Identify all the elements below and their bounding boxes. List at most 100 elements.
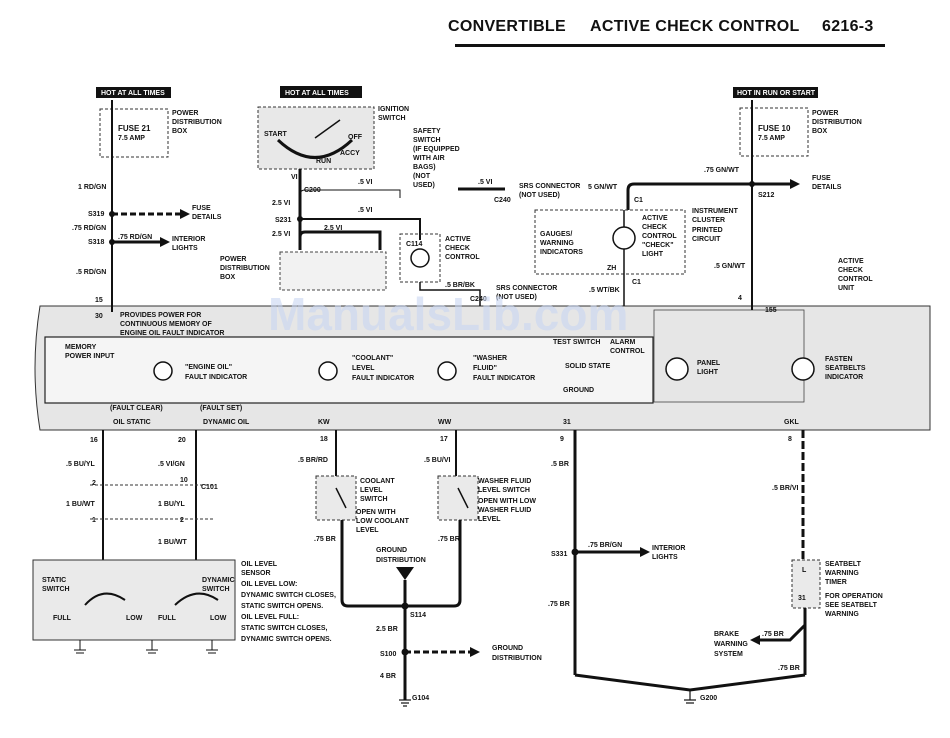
pin30: 30 xyxy=(95,313,103,320)
fuse10-box-l2: DISTRIBUTION xyxy=(812,119,862,126)
ic-title-1: INSTRUMENT xyxy=(692,208,739,215)
header-rule xyxy=(455,44,885,47)
ic-sub-1: PRINTED xyxy=(692,227,723,234)
fasten-2: SEATBELTS xyxy=(825,365,866,372)
fuse-details-r2: DETAILS xyxy=(812,184,842,191)
w25vi-c: 2.5 VI xyxy=(324,225,342,232)
engine-oil-2: FAULT INDICATOR xyxy=(185,374,247,381)
w75br-b: .75 BR xyxy=(438,536,460,543)
sb-desc-2: SEE SEATBELT xyxy=(825,602,878,609)
g200-label: G200 xyxy=(700,695,717,702)
fuse10-amp: 7.5 AMP xyxy=(758,135,785,142)
w5buyl: .5 BU/YL xyxy=(66,461,96,468)
instrument-cluster-box xyxy=(534,209,686,275)
washer-sw-2: LEVEL SWITCH xyxy=(478,487,530,494)
w25vi-b: 2.5 VI xyxy=(272,231,290,238)
w5buvi: .5 BU/VI xyxy=(424,457,451,464)
w5gnwt-label: 5 GN/WT xyxy=(588,184,618,191)
gnd-dist-2: DISTRIBUTION xyxy=(376,557,426,564)
brake-3: SYSTEM xyxy=(714,651,743,658)
engine-oil-indicator xyxy=(153,361,173,381)
check-control-module xyxy=(34,305,931,431)
low-b: LOW xyxy=(210,615,227,622)
brake-2: WARNING xyxy=(714,641,748,648)
c1a-label: C1 xyxy=(634,197,643,204)
coolant-1: "COOLANT" xyxy=(352,355,393,362)
c240a-label: C240 xyxy=(494,197,511,204)
srs-mid-1: SRS CONNECTOR xyxy=(496,285,557,292)
srs-top-1: SRS CONNECTOR xyxy=(519,183,580,190)
s318-label: S318 xyxy=(88,239,104,246)
gnd-dist2-1: GROUND xyxy=(492,645,523,652)
hot-badge-left xyxy=(96,87,171,98)
w5rdgn-label: .5 RD/GN xyxy=(76,269,106,276)
memory-1: MEMORY xyxy=(65,344,97,351)
w25br-label: 2.5 BR xyxy=(376,626,398,633)
ic-sub-2: CIRCUIT xyxy=(692,236,721,243)
c240b-label: C240 xyxy=(470,296,487,303)
header-page-ref: 6216-3 xyxy=(822,18,874,35)
acc-unit-2: CHECK xyxy=(838,267,863,274)
p8: 8 xyxy=(788,436,792,443)
watermark: ManualsLib.com xyxy=(268,288,628,340)
w5gnwt2-label: .5 GN/WT xyxy=(714,263,746,270)
oil-desc-2: DYNAMIC SWITCH CLOSES, xyxy=(241,592,336,599)
oil-desc-1: OIL LEVEL LOW: xyxy=(241,581,297,588)
p2a: 2 xyxy=(92,480,96,487)
gnd-dist2-2: DISTRIBUTION xyxy=(492,655,542,662)
w75gnwt-label: .75 GN/WT xyxy=(704,167,740,174)
s331-label: S331 xyxy=(551,551,567,558)
acc-unit-1: ACTIVE xyxy=(838,258,864,265)
sb-desc-3: WARNING xyxy=(825,611,859,618)
fuse10-box xyxy=(739,107,809,157)
w5vi-b: .5 VI xyxy=(358,207,372,214)
engine-oil-1: "ENGINE OIL" xyxy=(185,364,232,371)
acc-unit-4: UNIT xyxy=(838,285,855,292)
fuse21-amp: 7.5 AMP xyxy=(118,135,145,142)
oil-sensor-t1: OIL LEVEL xyxy=(241,561,278,568)
oil-desc-3: STATIC SWITCH OPENS. xyxy=(241,603,323,610)
w1buwt: 1 BU/WT xyxy=(66,501,96,508)
oil-desc-6: DYNAMIC SWITCH OPENS. xyxy=(241,636,332,643)
p17: 17 xyxy=(440,436,448,443)
acc-unit-3: CONTROL xyxy=(838,276,873,283)
p20: 20 xyxy=(178,437,186,444)
w75rdgn-label: .75 RD/GN xyxy=(72,225,106,232)
pdb-mid-1: POWER xyxy=(220,256,246,263)
washer-desc-3: LEVEL xyxy=(478,516,501,523)
interior-lights-l1: INTERIOR xyxy=(172,236,205,243)
s114-label: S114 xyxy=(410,612,426,619)
pin4: 4 xyxy=(738,295,742,302)
gnd-dist-1: GROUND xyxy=(376,547,407,554)
panel-light-1: PANEL xyxy=(697,360,721,367)
zh-label: ZH xyxy=(607,265,616,272)
static-1: STATIC xyxy=(42,577,66,584)
brake-1: BRAKE xyxy=(714,631,739,638)
oil-static: OIL STATIC xyxy=(113,419,151,426)
fuse21-box-l2: DISTRIBUTION xyxy=(172,119,222,126)
fasten-3: INDICATOR xyxy=(825,374,863,381)
coolant-2: LEVEL xyxy=(352,365,375,372)
hot-label-mid: HOT AT ALL TIMES xyxy=(285,90,349,97)
provides-3: ENGINE OIL FAULT INDICATOR xyxy=(120,330,224,337)
sb-timer-1: SEATBELT xyxy=(825,561,862,568)
c101: C101 xyxy=(201,484,218,491)
washer-desc-1: OPEN WITH LOW xyxy=(478,498,536,505)
ign-run: RUN xyxy=(316,158,331,165)
oil-level-sensor-box xyxy=(32,559,236,641)
hot-badge-mid xyxy=(280,86,362,98)
coolant-sw-1: COOLANT xyxy=(360,478,395,485)
w75br-c: .75 BR xyxy=(548,601,570,608)
cl-light-3: CONTROL xyxy=(642,233,677,240)
safety-3: (IF EQUIPPED xyxy=(413,146,460,153)
w4br-label: 4 BR xyxy=(380,673,396,680)
vi-top: VI xyxy=(291,174,298,181)
fuse10-name: FUSE 10 xyxy=(758,124,791,133)
c1b-label: C1 xyxy=(632,279,641,286)
header-convertible: CONVERTIBLE xyxy=(448,18,566,35)
w5vi-a: .5 VI xyxy=(358,179,372,186)
interior-lights-l2: LIGHTS xyxy=(172,245,198,252)
srs-top-2: (NOT USED) xyxy=(519,192,560,199)
oil-desc-4: OIL LEVEL FULL: xyxy=(241,614,299,621)
